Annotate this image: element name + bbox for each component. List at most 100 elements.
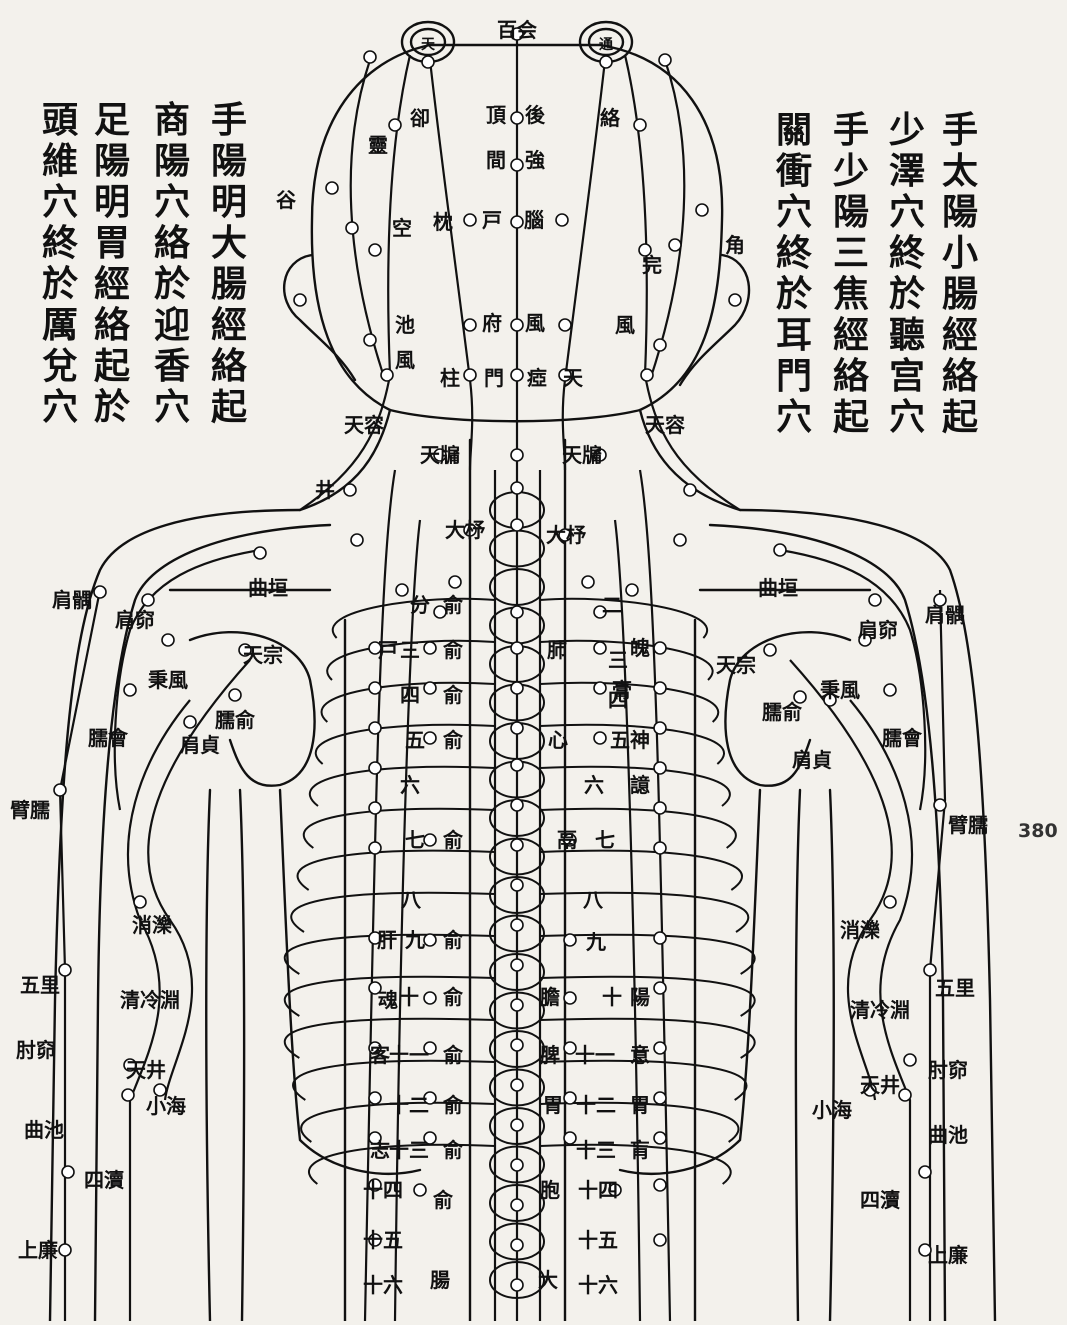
caption-glyph: 迎 [148,305,196,346]
acupoint [511,999,523,1011]
caption-glyph: 絡 [827,356,875,397]
caption-glyph: 陽 [827,192,875,233]
rib-right [540,851,742,890]
acupoint [511,1079,523,1091]
rib-left [304,809,495,848]
caption-glyph: 穴 [36,182,84,223]
caption-glyph: 明 [88,182,136,223]
caption-glyph: 終 [883,233,931,274]
acupoint [422,56,434,68]
caption-glyph: 足 [88,100,136,141]
caption-glyph: 關 [770,110,818,151]
acupoint [381,369,393,381]
caption-glyph: 陽 [936,192,984,233]
caption-glyph: 手 [936,110,984,151]
acupoint [654,1042,666,1054]
left-caption-col-4: 頭維穴終於厲兌穴 [36,100,84,428]
point-label: 四瀆 [860,1188,900,1212]
acupoint [684,484,696,496]
point-label: 風 [615,313,635,337]
point-label: 角 [725,233,745,257]
head-base [390,410,640,421]
caption-glyph: 經 [205,305,253,346]
point-label: 俞 [442,593,464,617]
point-label: 臂臑 [10,798,50,822]
point-label: 大杼 [546,523,587,547]
acupoint [919,1166,931,1178]
point-label: 肓 [630,1138,650,1162]
point-label: 肩貞 [792,748,832,772]
acupoint [389,119,401,131]
point-label: 十五 [578,1228,618,1252]
caption-glyph: 少 [883,110,931,151]
point-label: 絡 [600,106,621,130]
point-label: 柱 [440,366,460,390]
acupoint [142,594,154,606]
acupoint [369,802,381,814]
rib-left [298,851,495,890]
point-label: 七 [595,828,615,852]
right-caption-col-4: 關衝穴終於耳門穴 [770,110,818,438]
acupoint [659,54,671,66]
point-label: 四 [400,683,420,707]
acupoint [326,182,338,194]
point-label: 十六 [578,1273,618,1297]
point-label: 十一 [389,1043,429,1067]
acupoint [511,959,523,971]
point-label: 臂臑 [948,813,988,837]
caption-glyph: 經 [827,315,875,356]
caption-glyph: 起 [88,346,136,387]
caption-glyph: 焦 [827,274,875,315]
point-label: 腸 [430,1268,450,1292]
point-label: 臑俞 [761,700,803,724]
acupoint [511,112,523,124]
point-label: 通 [599,37,613,53]
point-label: 十四 [578,1178,618,1202]
point-label: 臑俞 [214,708,256,732]
caption-glyph: 大 [205,223,253,264]
caption-glyph: 經 [936,315,984,356]
page-number: 380 [1018,820,1058,842]
acupoint [654,842,666,854]
acupoint [924,964,936,976]
point-label: 肘窌 [928,1058,968,1082]
caption-glyph: 衝 [770,151,818,192]
acupoint [869,594,881,606]
point-label: 俞 [442,683,464,707]
point-label: 強 [525,148,545,172]
point-label: 鬲 [557,828,577,852]
caption-glyph: 陽 [148,141,196,182]
point-label: 曲垣 [758,576,798,600]
caption-glyph: 穴 [770,192,818,233]
meridian-line [60,590,100,1321]
acupoint [449,576,461,588]
point-label: 上廉 [18,1238,58,1262]
acupoint [511,1159,523,1171]
point-label: 肩窌 [858,618,898,642]
caption-glyph: 於 [36,264,84,305]
point-label: 五 [405,728,425,752]
acupoint [369,842,381,854]
acupoint [600,56,612,68]
acupoint [511,879,523,891]
point-label: 肺 [547,638,567,662]
point-label: 腦 [524,208,544,232]
point-label: 客 [369,1043,391,1067]
point-label: 天牖 [420,443,460,467]
caption-glyph: 穴 [883,192,931,233]
point-label: 小海 [146,1094,186,1118]
acupoint [369,244,381,256]
point-label: 俞 [442,828,464,852]
acupoint [464,369,476,381]
acupoint [511,1239,523,1251]
acupoint [669,239,681,251]
point-label: 清冷淵 [850,998,910,1022]
point-label: 十 [602,985,622,1009]
point-label: 曲池 [24,1118,64,1142]
point-label: 肩髃 [52,588,92,612]
meridian-line [351,60,385,380]
caption-glyph: 穴 [148,387,196,428]
point-label: 胞 [540,1178,560,1202]
rib-left [291,893,495,932]
caption-glyph: 穴 [148,182,196,223]
